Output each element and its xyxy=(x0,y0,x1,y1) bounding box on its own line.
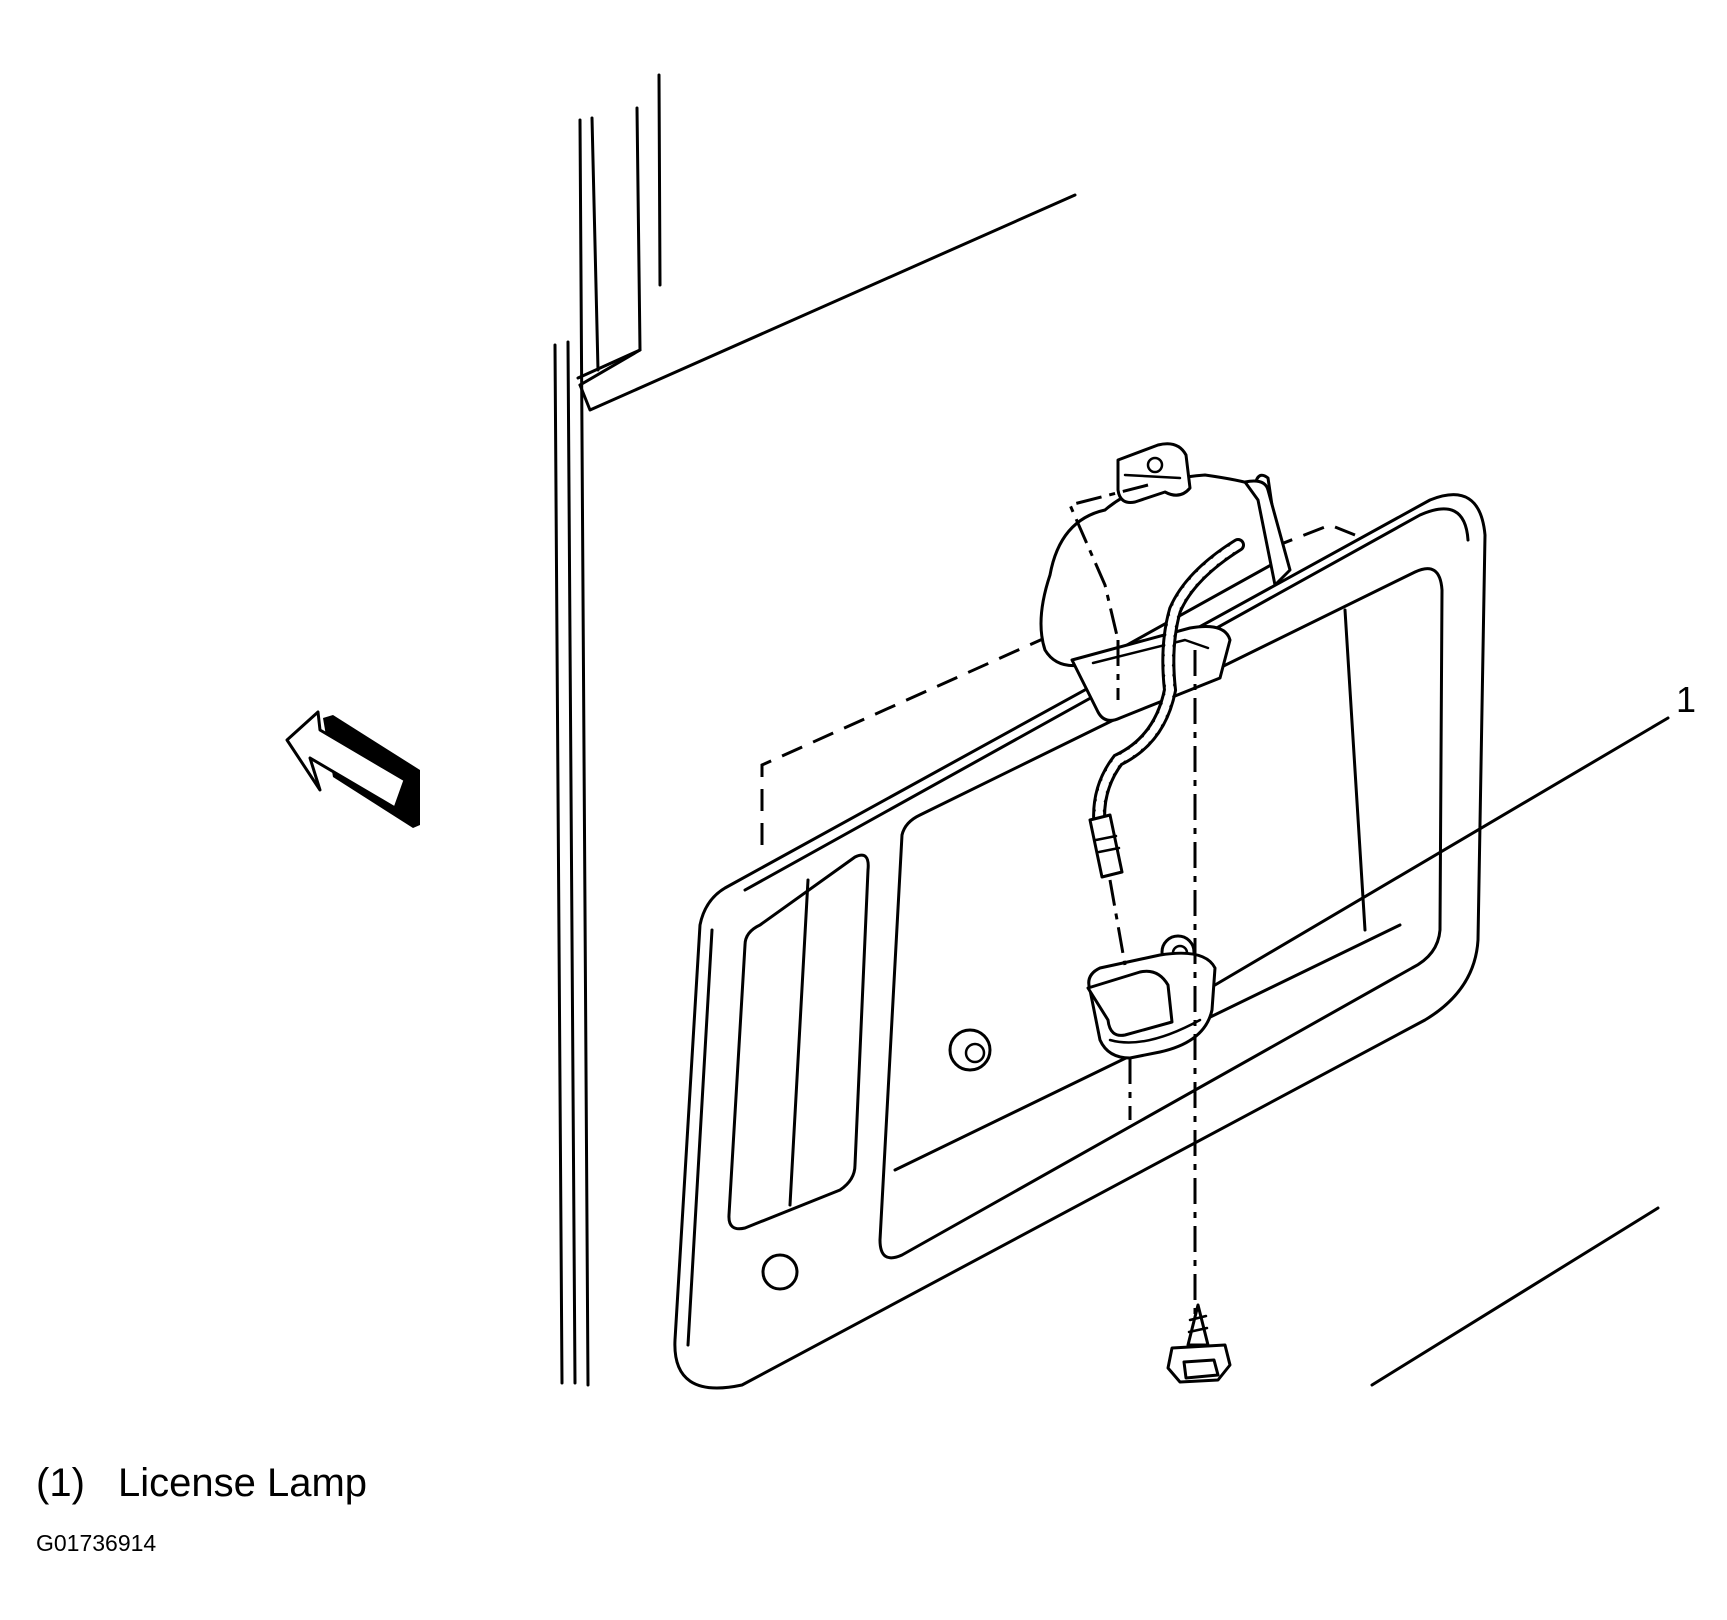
body-panel xyxy=(553,73,1660,1387)
license-lamp xyxy=(1086,951,1217,1060)
callout-leader-1 xyxy=(1213,716,1670,987)
wiring-harness xyxy=(1088,538,1245,879)
legend-label: License Lamp xyxy=(118,1461,368,1505)
screw-icon xyxy=(1166,1303,1232,1384)
direction-arrow-icon xyxy=(285,710,420,828)
upper-mount-bracket xyxy=(1039,473,1292,722)
assembly-path-lines xyxy=(1067,483,1197,1325)
license-plate-housing xyxy=(673,493,1487,1390)
retaining-clip xyxy=(1116,442,1192,504)
legend-item-1: (1) License Lamp xyxy=(36,1463,367,1503)
figure-id: G01736914 xyxy=(36,1530,157,1556)
legend-key: (1) xyxy=(36,1461,85,1505)
callout-number-1: 1 xyxy=(1676,679,1697,720)
